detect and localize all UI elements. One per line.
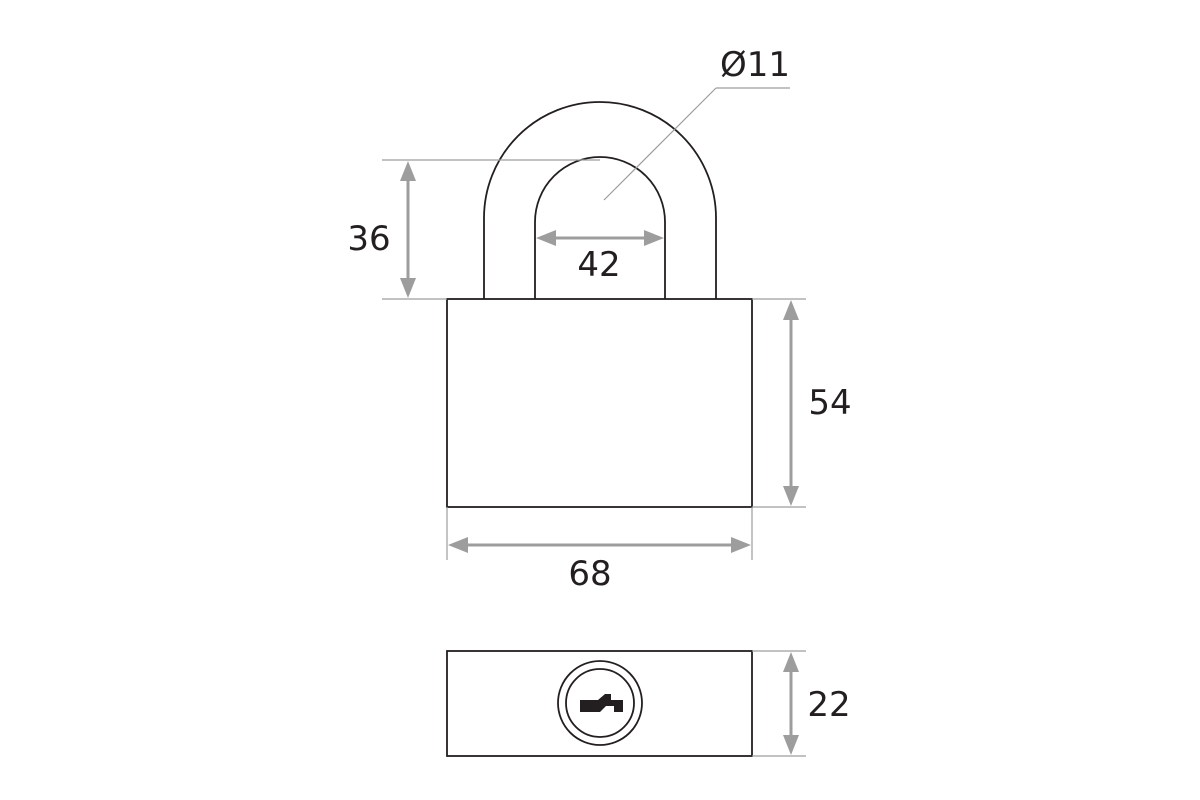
- shackle-inner-outline: [534, 156, 666, 299]
- shackle-height-label: 36: [347, 219, 390, 259]
- shackle-diameter-leader: [603, 87, 790, 201]
- shackle-diameter-label: Ø11: [720, 45, 790, 85]
- padlock-body-bottom: [446, 650, 753, 757]
- body-thickness-label: 22: [807, 685, 850, 725]
- padlock-body-front: [446, 298, 753, 508]
- body-height-dimension: [752, 298, 806, 508]
- shackle: [483, 101, 717, 299]
- shackle-inner-width-label: 42: [577, 245, 620, 285]
- body-width-dimension: [446, 507, 753, 560]
- body-width-label: 68: [568, 554, 611, 594]
- body-height-label: 54: [808, 383, 851, 423]
- shackle-outer-outline: [483, 101, 717, 299]
- shackle-inner-width-dimension: [536, 230, 664, 246]
- keyhole-icon: [557, 660, 643, 746]
- shackle-height-dimension: [382, 159, 600, 300]
- body-thickness-dimension: [752, 650, 806, 757]
